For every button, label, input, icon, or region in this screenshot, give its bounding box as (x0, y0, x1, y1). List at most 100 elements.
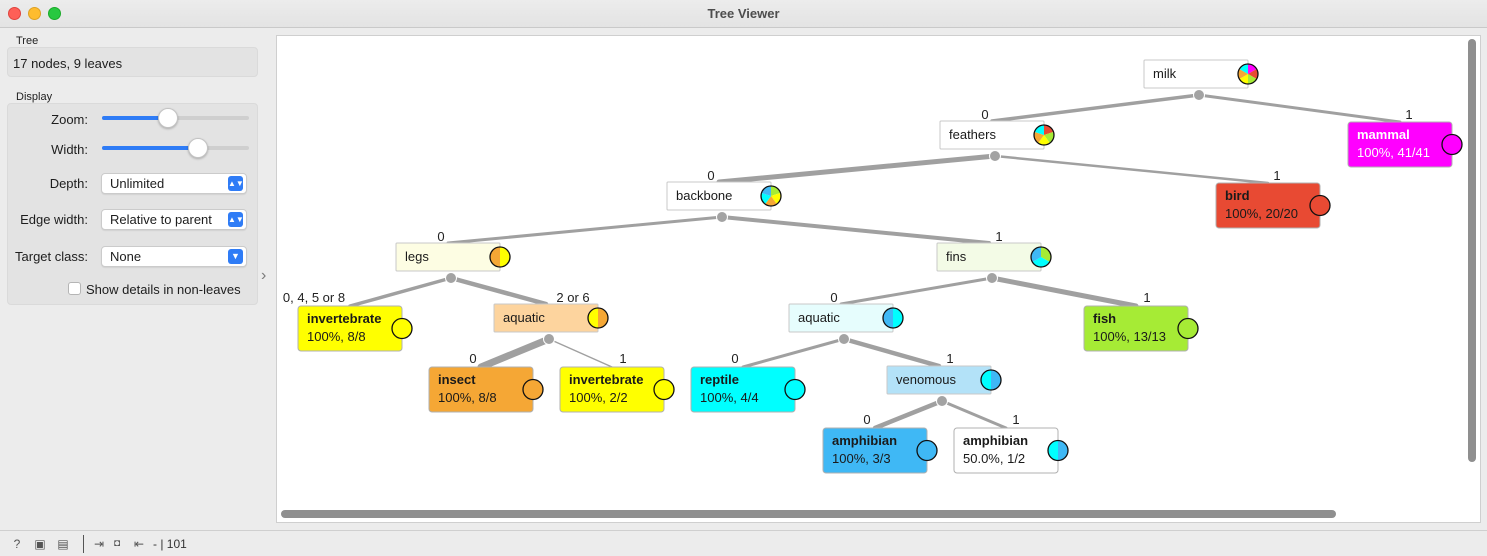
node-class-label: invertebrate (307, 311, 381, 326)
tree-node-fins[interactable]: fins (936, 242, 1052, 272)
tree-edge (348, 276, 453, 308)
class-pie-slice (991, 370, 1001, 390)
minimize-window-button[interactable] (28, 7, 41, 20)
close-window-button[interactable] (8, 7, 21, 20)
class-pie-slice (1058, 440, 1068, 461)
node-split-label: aquatic (798, 310, 840, 325)
tree-node-feathers[interactable]: feathers (939, 120, 1055, 150)
class-pie-slice (761, 192, 771, 205)
tree-edge (839, 276, 994, 306)
report-icon[interactable]: ▤ (57, 537, 69, 551)
data-icon[interactable]: ◘ (113, 538, 121, 549)
horizontal-scrollbar[interactable] (281, 510, 1336, 518)
tree-node-insect[interactable]: insect 100%, 8/8 (428, 366, 544, 413)
class-pie-slice (1038, 135, 1050, 146)
edge-label: 0, 4, 5 or 8 (283, 290, 345, 305)
tree-edge (716, 153, 998, 185)
tree-node-milk[interactable]: milk (1143, 59, 1259, 89)
class-pie-slice (1034, 131, 1044, 144)
show-details-label[interactable]: Show details in non-leaves (86, 282, 241, 297)
class-pie-slice (1309, 194, 1331, 217)
node-detail-label: 100%, 8/8 (438, 390, 497, 405)
tree-info-text: 17 nodes, 9 leaves (13, 56, 123, 71)
width-slider-handle[interactable] (187, 138, 208, 158)
target-class-select-value: None (110, 249, 142, 264)
class-pie-slice (1248, 69, 1258, 79)
save-icon[interactable]: ▣ (34, 537, 46, 551)
split-junction (986, 272, 998, 284)
tree-node-amphibian1[interactable]: amphibian 100%, 3/3 (822, 427, 938, 474)
tree-node-aquatic2[interactable]: aquatic (788, 303, 904, 333)
node-class-label: amphibian (832, 433, 897, 448)
edge-label: 0 (863, 412, 870, 427)
node-split-label: backbone (676, 188, 732, 203)
node-split-label: venomous (896, 372, 956, 387)
edge-label: 1 (1405, 107, 1412, 122)
edge-label: 1 (619, 351, 626, 366)
tree-edge (993, 154, 1270, 185)
help-icon[interactable]: ? (13, 537, 21, 551)
node-class-label: insect (438, 372, 476, 387)
node-split-label: feathers (949, 127, 996, 142)
tree-edge (448, 275, 549, 307)
class-pie-slice (1441, 133, 1463, 156)
edge-label: 1 (1012, 412, 1019, 427)
class-pie-slice (1032, 257, 1050, 268)
tree-edge (990, 93, 1201, 123)
tree-edge (446, 215, 724, 245)
depth-label: Depth: (49, 176, 88, 191)
show-details-checkbox[interactable] (68, 282, 81, 295)
updown-arrows-icon: ▲▼ (228, 176, 244, 191)
tree-node-backbone[interactable]: backbone (666, 181, 782, 211)
node-class-label: bird (1225, 188, 1250, 203)
class-pie-slice (771, 192, 781, 205)
class-pie-slice (653, 378, 675, 401)
class-pie-slice (522, 378, 544, 401)
edge-label: 0 (469, 351, 476, 366)
class-pie-slice (500, 247, 510, 267)
depth-select[interactable]: Unlimited ▲▼ (101, 173, 247, 194)
tree-edge (872, 398, 945, 431)
node-split-label: aquatic (503, 310, 545, 325)
class-pie-slice (893, 308, 903, 328)
maximize-window-button[interactable] (48, 7, 61, 20)
class-pie-slice (883, 308, 893, 328)
output-icon[interactable]: ⇤ (133, 537, 145, 551)
tree-edge (548, 338, 613, 368)
edge-label: 0 (981, 107, 988, 122)
edge-label: 1 (1143, 290, 1150, 305)
depth-select-value: Unlimited (110, 176, 165, 191)
width-label: Width: (51, 142, 88, 157)
tree-node-venomous[interactable]: venomous (886, 365, 1002, 395)
vertical-scrollbar[interactable] (1468, 39, 1476, 462)
node-detail-label: 100%, 3/3 (832, 451, 891, 466)
tree-node-legs[interactable]: legs (395, 242, 511, 272)
edge-width-select[interactable]: Relative to parent ▲▼ (101, 209, 247, 230)
target-class-select[interactable]: None ▼ (101, 246, 247, 267)
status-separator (83, 535, 84, 553)
node-class-label: invertebrate (569, 372, 643, 387)
node-split-label: legs (405, 249, 429, 264)
tree-info-box (7, 47, 258, 77)
tree-node-aquatic1[interactable]: aquatic (493, 303, 609, 333)
chevron-right-icon[interactable]: › (261, 267, 267, 284)
node-detail-label: 100%, 13/13 (1093, 329, 1166, 344)
class-pie-slice (391, 317, 413, 340)
class-pie-outline (1030, 246, 1052, 268)
edge-label: 0 (437, 229, 444, 244)
class-pie-slice (1034, 125, 1044, 135)
zoom-slider-handle[interactable] (158, 108, 179, 128)
edge-label: 2 or 6 (556, 290, 589, 305)
edge-label: 1 (946, 351, 953, 366)
input-icon[interactable]: ⇥ (93, 537, 105, 551)
node-detail-label: 100%, 41/41 (1357, 145, 1430, 160)
edge-width-select-value: Relative to parent (110, 212, 212, 227)
